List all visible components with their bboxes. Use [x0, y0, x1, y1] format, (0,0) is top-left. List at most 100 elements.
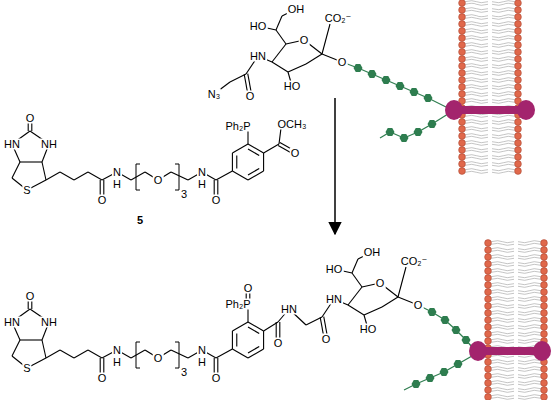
- lipid-head: [515, 119, 522, 126]
- lipid-tail: [491, 297, 514, 299]
- bond: [272, 44, 286, 62]
- atom-label: O: [97, 195, 108, 206]
- bond: [232, 331, 233, 349]
- lipid-tail: [518, 255, 541, 257]
- lipid-head: [485, 331, 492, 338]
- lipid-tail: [492, 59, 515, 61]
- bond: [248, 322, 264, 331]
- protein-domain: [469, 341, 487, 361]
- lipid-tail: [518, 383, 541, 385]
- atom-label: Ph₂P: [224, 121, 251, 132]
- lipid-head: [485, 394, 492, 400]
- lipid-tail: [491, 334, 514, 336]
- lipid-tail: [518, 376, 541, 378]
- lipid-tail: [491, 332, 514, 334]
- lipid-tail: [518, 369, 541, 371]
- atom-label: O: [375, 278, 386, 289]
- lipid-tail: [465, 57, 488, 59]
- lipid-head: [459, 126, 466, 133]
- lipid-tail: [491, 395, 514, 397]
- lipid-tail: [465, 129, 488, 131]
- sugar-hexagon: [428, 308, 437, 316]
- lipid-tail: [465, 22, 488, 24]
- lipid-head: [515, 133, 522, 140]
- lipid-tail: [518, 278, 541, 280]
- lipid-head: [515, 49, 522, 56]
- lipid-tail: [491, 276, 514, 278]
- bond: [236, 334, 237, 347]
- lipid-tail: [465, 143, 488, 145]
- lipid-tail: [465, 122, 488, 124]
- lipid-head: [541, 240, 548, 247]
- repeat-bracket: [136, 342, 140, 368]
- lipid-tail: [518, 395, 541, 397]
- lipid-tail: [492, 64, 515, 66]
- lipid-head: [515, 161, 522, 168]
- lipid-tail: [491, 304, 514, 306]
- lipid-tail: [465, 164, 488, 166]
- lipid-tail: [518, 332, 541, 334]
- bond: [46, 172, 60, 180]
- lipid-tail: [492, 66, 515, 68]
- atom-label: O: [321, 334, 332, 345]
- lipid-tail: [465, 78, 488, 80]
- lipid-head: [459, 161, 466, 168]
- atom-label: HN: [3, 139, 21, 150]
- atom-label: CO₂⁻: [324, 13, 353, 24]
- bond: [248, 349, 264, 358]
- lipid-tail: [491, 355, 514, 357]
- bond: [276, 30, 286, 44]
- sugar-hexagon: [412, 380, 421, 388]
- lipid-head: [485, 247, 492, 254]
- lipid-head: [459, 140, 466, 147]
- protein-domain: [517, 100, 535, 120]
- atom-label: N: [112, 345, 122, 356]
- lipid-tail: [465, 171, 488, 173]
- lipid-tail: [518, 306, 541, 308]
- bond: [232, 322, 248, 331]
- atom-label: H: [112, 179, 122, 190]
- lipid-tail: [492, 120, 515, 122]
- lipid-tail: [491, 248, 514, 250]
- lipid-tail: [518, 311, 541, 313]
- lipid-tail: [518, 297, 541, 299]
- lipid-tail: [518, 250, 541, 252]
- atom-label: N: [197, 167, 207, 178]
- lipid-head: [485, 373, 492, 380]
- lipid-tail: [465, 87, 488, 89]
- lipid-tail: [491, 388, 514, 390]
- lipid-head: [459, 119, 466, 126]
- atom-label: CO₂⁻: [400, 256, 429, 267]
- lipid-tail: [518, 264, 541, 266]
- lipid-head: [515, 168, 522, 175]
- bond: [248, 149, 259, 155]
- atom-label: H: [197, 179, 207, 190]
- bond: [236, 156, 237, 169]
- lipid-tail: [465, 64, 488, 66]
- bond: [216, 171, 232, 180]
- atom-label: OCH₃: [277, 119, 308, 130]
- compound-number: 5: [136, 215, 144, 226]
- lipid-tail: [491, 283, 514, 285]
- lipid-head: [459, 42, 466, 49]
- lipid-head: [515, 21, 522, 28]
- lipid-head: [515, 63, 522, 70]
- bond: [352, 259, 358, 273]
- sugar-hexagon: [440, 368, 449, 376]
- lipid-tail: [465, 148, 488, 150]
- bond: [12, 340, 20, 356]
- lipid-tail: [492, 92, 515, 94]
- lipid-tail: [518, 290, 541, 292]
- lipid-tail: [518, 327, 541, 329]
- bond: [279, 128, 281, 144]
- lipid-tail: [492, 15, 515, 17]
- lipid-tail: [518, 339, 541, 341]
- bond: [276, 16, 282, 30]
- lipid-head: [541, 387, 548, 394]
- lipid-tail: [491, 299, 514, 301]
- lipid-tail: [491, 376, 514, 378]
- bond: [288, 64, 306, 72]
- lipid-head: [541, 380, 548, 387]
- lipid-tail: [491, 318, 514, 320]
- lipid-tail: [491, 360, 514, 362]
